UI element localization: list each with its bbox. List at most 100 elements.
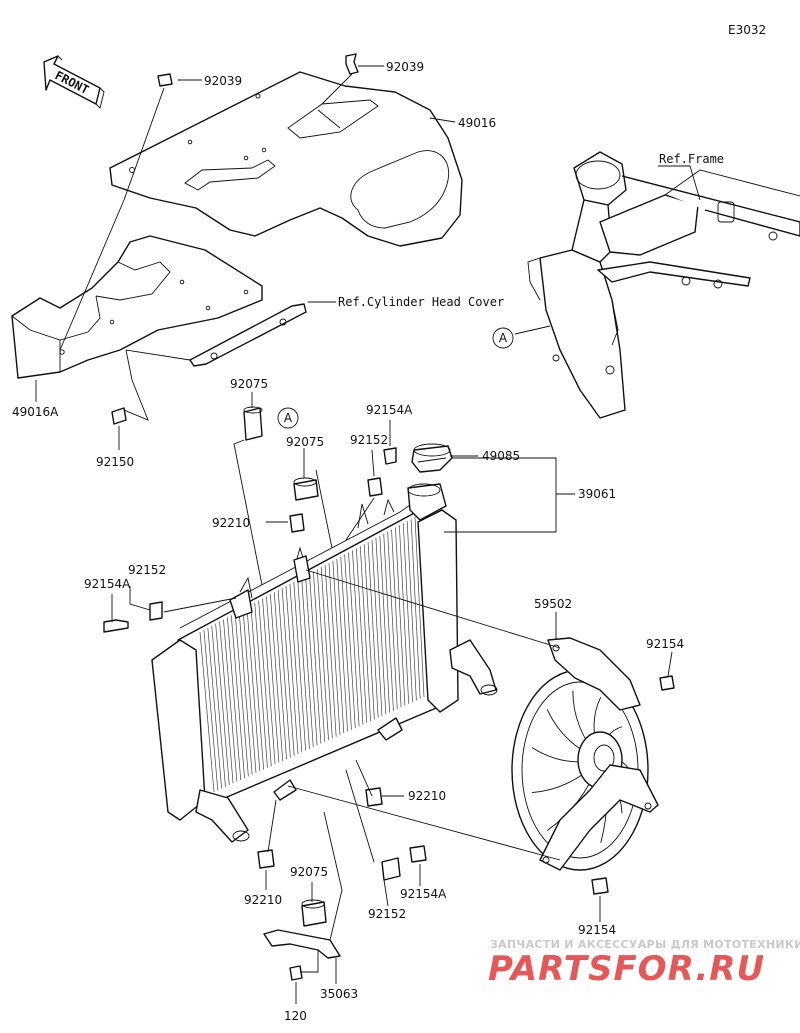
radiator-fin bbox=[238, 611, 253, 775]
radiator-fin bbox=[359, 546, 371, 722]
radiator-fin bbox=[395, 527, 406, 706]
radiator-fin bbox=[406, 521, 417, 701]
radiator-fin bbox=[375, 537, 387, 715]
label-92154A-top: 92154A bbox=[366, 403, 413, 417]
label-92154A-left: 92154A bbox=[84, 577, 131, 591]
radiator-fin bbox=[371, 539, 383, 717]
radiator-fin bbox=[215, 623, 230, 786]
radiator-fin bbox=[332, 560, 345, 734]
label-92075-top: 92075 bbox=[230, 377, 268, 391]
watermark: ЗАПЧАСТИ И АКСЕССУАРЫ ДЛЯ МОТОТЕХНИКИ PA… bbox=[488, 938, 800, 989]
radiator-fin bbox=[250, 604, 264, 770]
hardware bbox=[103, 53, 675, 981]
radiator-fin bbox=[234, 613, 249, 777]
radiator-fin bbox=[285, 585, 299, 755]
radiator-fin bbox=[258, 600, 272, 767]
callout-a-frame: A bbox=[492, 327, 514, 349]
radiator-fin bbox=[199, 631, 215, 793]
label-ref-cylinder-head-cover: Ref.Cylinder Head Cover bbox=[338, 295, 504, 309]
radiator-fin bbox=[246, 606, 261, 772]
radiator-fin bbox=[293, 581, 306, 751]
radiator-fin bbox=[289, 583, 303, 753]
radiator-fin bbox=[266, 596, 280, 763]
radiator-fin bbox=[387, 531, 398, 710]
radiator-fin bbox=[242, 608, 257, 774]
label-92210-right: 92210 bbox=[408, 789, 446, 803]
label-49016: 49016 bbox=[458, 116, 496, 130]
label-92154A-bottom: 92154A bbox=[400, 887, 447, 901]
frame-reference bbox=[527, 151, 800, 419]
radiator-fin bbox=[352, 550, 364, 725]
radiator-fin bbox=[383, 533, 394, 711]
radiator-fin bbox=[316, 569, 329, 741]
radiator-fin bbox=[297, 579, 310, 749]
radiator-fin bbox=[363, 544, 375, 720]
radiator-fin bbox=[230, 615, 245, 779]
label-92154-right: 92154 bbox=[646, 637, 684, 651]
radiator-fin bbox=[410, 519, 421, 699]
watermark-brand: PARTSFOR.RU bbox=[488, 949, 765, 989]
label-ref-frame: Ref.Frame bbox=[659, 152, 724, 166]
radiator-fin bbox=[273, 592, 287, 760]
radiator-fin bbox=[277, 590, 291, 758]
radiator bbox=[151, 483, 498, 843]
label-49016A: 49016A bbox=[12, 405, 59, 419]
label-92210-bottom: 92210 bbox=[244, 893, 282, 907]
radiator-fin bbox=[391, 529, 402, 708]
label-92039-right: 92039 bbox=[386, 60, 424, 74]
radiator-fin bbox=[356, 548, 368, 723]
radiator-fin bbox=[313, 571, 326, 742]
label-92075-mid: 92075 bbox=[286, 435, 324, 449]
radiator-fin bbox=[301, 577, 314, 748]
label-120: 120 bbox=[284, 1009, 307, 1023]
upper-cover-49016 bbox=[109, 71, 463, 247]
cooling-fan-59502 bbox=[511, 637, 659, 871]
radiator-fin bbox=[399, 525, 410, 704]
label-92150: 92150 bbox=[96, 455, 134, 469]
radiator-fin bbox=[281, 588, 295, 756]
front-label: FRONT bbox=[53, 68, 92, 97]
callout-a-upper: A bbox=[277, 407, 299, 429]
callout-a-upper-text: A bbox=[284, 411, 293, 425]
radiator-fin bbox=[211, 625, 226, 787]
radiator-fin bbox=[328, 562, 341, 736]
label-92210-top: 92210 bbox=[212, 516, 250, 530]
radiator-fin bbox=[223, 619, 238, 782]
label-92152-top: 92152 bbox=[350, 433, 388, 447]
label-59502: 59502 bbox=[534, 597, 572, 611]
radiator-fin bbox=[320, 567, 333, 739]
radiator-fin bbox=[336, 558, 348, 732]
radiator-fin bbox=[340, 556, 352, 730]
label-92075-bottom: 92075 bbox=[290, 865, 328, 879]
watermark-tagline: ЗАПЧАСТИ И АКСЕССУАРЫ ДЛЯ МОТОТЕХНИКИ bbox=[490, 938, 800, 951]
radiator-fin bbox=[305, 575, 318, 746]
lower-cover-49016A bbox=[11, 235, 263, 379]
radiator-fin bbox=[414, 516, 425, 698]
radiator-fin bbox=[262, 598, 276, 765]
radiator-fin bbox=[348, 552, 360, 727]
radiator-fins bbox=[199, 516, 425, 793]
radiator-cap-49085 bbox=[411, 443, 453, 473]
label-92152-bottom: 92152 bbox=[368, 907, 406, 921]
part-labels: 92039 92039 49016 Ref.Frame Ref.Cylinder… bbox=[12, 60, 724, 1023]
radiator-fin bbox=[367, 542, 379, 718]
radiator-fin bbox=[203, 629, 219, 791]
radiator-fin bbox=[309, 573, 322, 744]
label-49085: 49085 bbox=[482, 449, 520, 463]
radiator-fin bbox=[270, 594, 284, 761]
leader-lines bbox=[35, 65, 701, 1004]
radiator-fin bbox=[219, 621, 234, 784]
label-92039-left: 92039 bbox=[204, 74, 242, 88]
cylinder-head-bracket bbox=[189, 303, 307, 367]
radiator-fin bbox=[344, 554, 356, 729]
label-35063: 35063 bbox=[320, 987, 358, 1001]
diagram-code: E3032 bbox=[728, 23, 766, 37]
callout-a-frame-text: A bbox=[499, 331, 508, 345]
label-92152-left: 92152 bbox=[128, 563, 166, 577]
radiator-fin bbox=[402, 523, 413, 703]
radiator-fin bbox=[227, 617, 242, 780]
label-92154-bottom: 92154 bbox=[578, 923, 616, 937]
radiator-fin bbox=[379, 535, 390, 713]
label-39061: 39061 bbox=[578, 487, 616, 501]
